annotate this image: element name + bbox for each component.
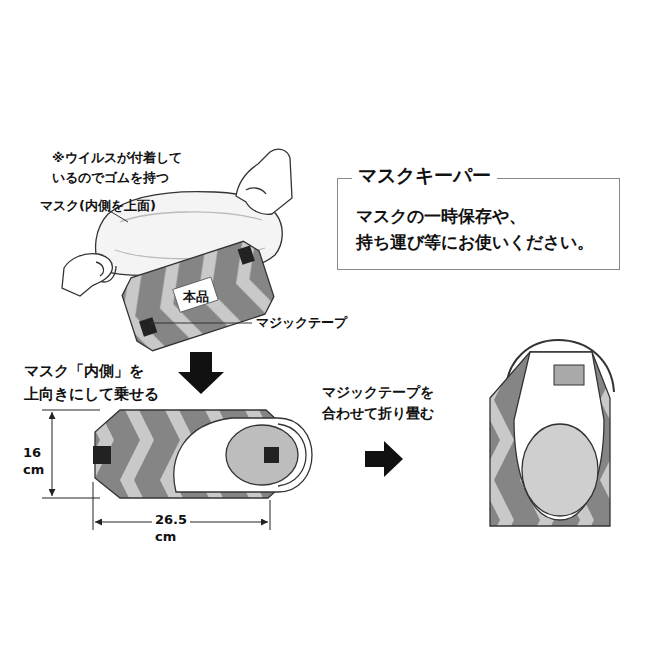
part-label: マスク(内側を上面) xyxy=(40,196,156,216)
product-label: 本品 xyxy=(183,287,209,307)
note-text: ※ウイルスが付着して いるのでゴムを持つ xyxy=(52,148,182,187)
keeper-folded xyxy=(490,340,614,526)
box-heading: マスクキーパー xyxy=(352,163,497,188)
title-box: マスクキーパーマスクの一時保存や、 持ち運び等にお使いください。 xyxy=(337,178,620,270)
step-text: マスク「内側」を 上向きにして乗せる xyxy=(24,360,159,405)
box-body: マスクの一時保存や、 持ち運び等にお使いください。 xyxy=(356,203,594,256)
leader-line xyxy=(150,323,252,324)
part-label: マジックテープ xyxy=(256,313,347,333)
dimension: 16 cm xyxy=(20,445,47,479)
keeper-open xyxy=(93,410,312,498)
step-text: マジックテープを 合わせて折り畳む xyxy=(322,382,434,424)
dimension: 26.5 cm xyxy=(152,512,190,546)
down-arrow xyxy=(178,352,224,394)
dimension-lines xyxy=(42,410,270,530)
right-arrow xyxy=(365,441,403,477)
product-band xyxy=(118,238,278,355)
